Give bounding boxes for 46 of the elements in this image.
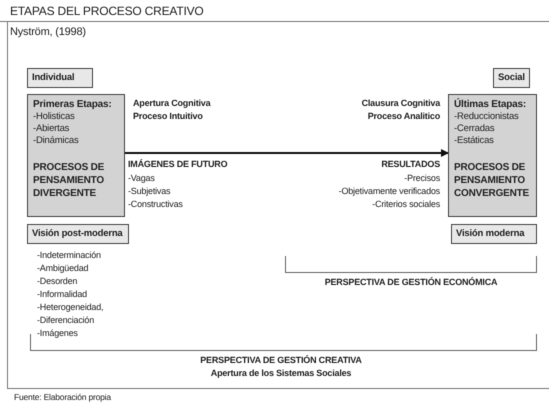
list-item: -Ambigüedad (37, 263, 88, 274)
list-item: -Cerradas (454, 123, 496, 135)
list-item: -Desorden (37, 276, 78, 287)
list-item: -Objetivamente verificados (338, 186, 440, 197)
annotation: Clausura Cognitiva (362, 98, 440, 109)
list-item: -Constructivas (128, 199, 183, 210)
box-conclusion: PROCESOS DE PENSAMIENTO CONVERGENTE (454, 161, 530, 200)
category-box (451, 224, 537, 244)
list-item: -Criterios sociales (372, 199, 440, 210)
list-item: -Abiertas (33, 123, 70, 135)
list-item: -Vagas (128, 173, 155, 184)
annotation: Proceso Analitico (368, 111, 440, 122)
box-heading: Primeras Etapas: (33, 99, 113, 111)
list-item: -Reduccionistas (454, 111, 520, 123)
list-item: -Imágenes (37, 328, 78, 339)
annotation-heading: RESULTADOS (381, 159, 440, 170)
list-item: -Informalidad (37, 289, 87, 300)
list-item: -Precisos (404, 173, 440, 184)
perspective-subtitle: Apertura de los Sistemas Sociales (210, 368, 352, 379)
diagram-title: ETAPAS DEL PROCESO CREATIVO (10, 4, 204, 19)
list-item: -Indeterminación (37, 250, 101, 261)
category-box (27, 68, 93, 88)
perspective-label: PERSPECTIVA DE GESTIÓN ECONÓMICA (324, 277, 498, 288)
box-label: Social (498, 72, 525, 84)
box-conclusion: PROCESOS DE PENSAMIENTO DIVERGENTE (33, 161, 106, 200)
box-label: Individual (32, 72, 76, 84)
source-note: Fuente: Elaboración propia (14, 392, 111, 402)
box-label: Visión post-moderna (32, 228, 124, 240)
list-item: -Estáticas (454, 135, 495, 147)
list-item: -Holisticas (33, 111, 76, 123)
stage-box (27, 94, 125, 217)
annotation-heading: IMÁGENES DE FUTURO (128, 159, 228, 170)
category-box (493, 68, 530, 88)
list-item: -Dinámicas (33, 135, 80, 147)
annotation: Apertura Cognitiva (133, 98, 210, 109)
category-box (27, 224, 129, 244)
annotation: Proceso Intuitivo (133, 111, 203, 122)
list-item: -Subjetivas (128, 186, 170, 197)
box-heading: Últimas Etapas: (454, 99, 528, 111)
author-citation: Nyström, (1998) (10, 27, 86, 38)
perspective-label: PERSPECTIVA DE GESTIÓN CREATIVA (200, 355, 362, 366)
arrow (125, 149, 449, 157)
box-label: Visión moderna (456, 228, 526, 240)
stage-box (448, 94, 537, 217)
list-item: -Diferenciación (37, 315, 94, 326)
list-item: -Heterogeneidad, (37, 302, 104, 313)
